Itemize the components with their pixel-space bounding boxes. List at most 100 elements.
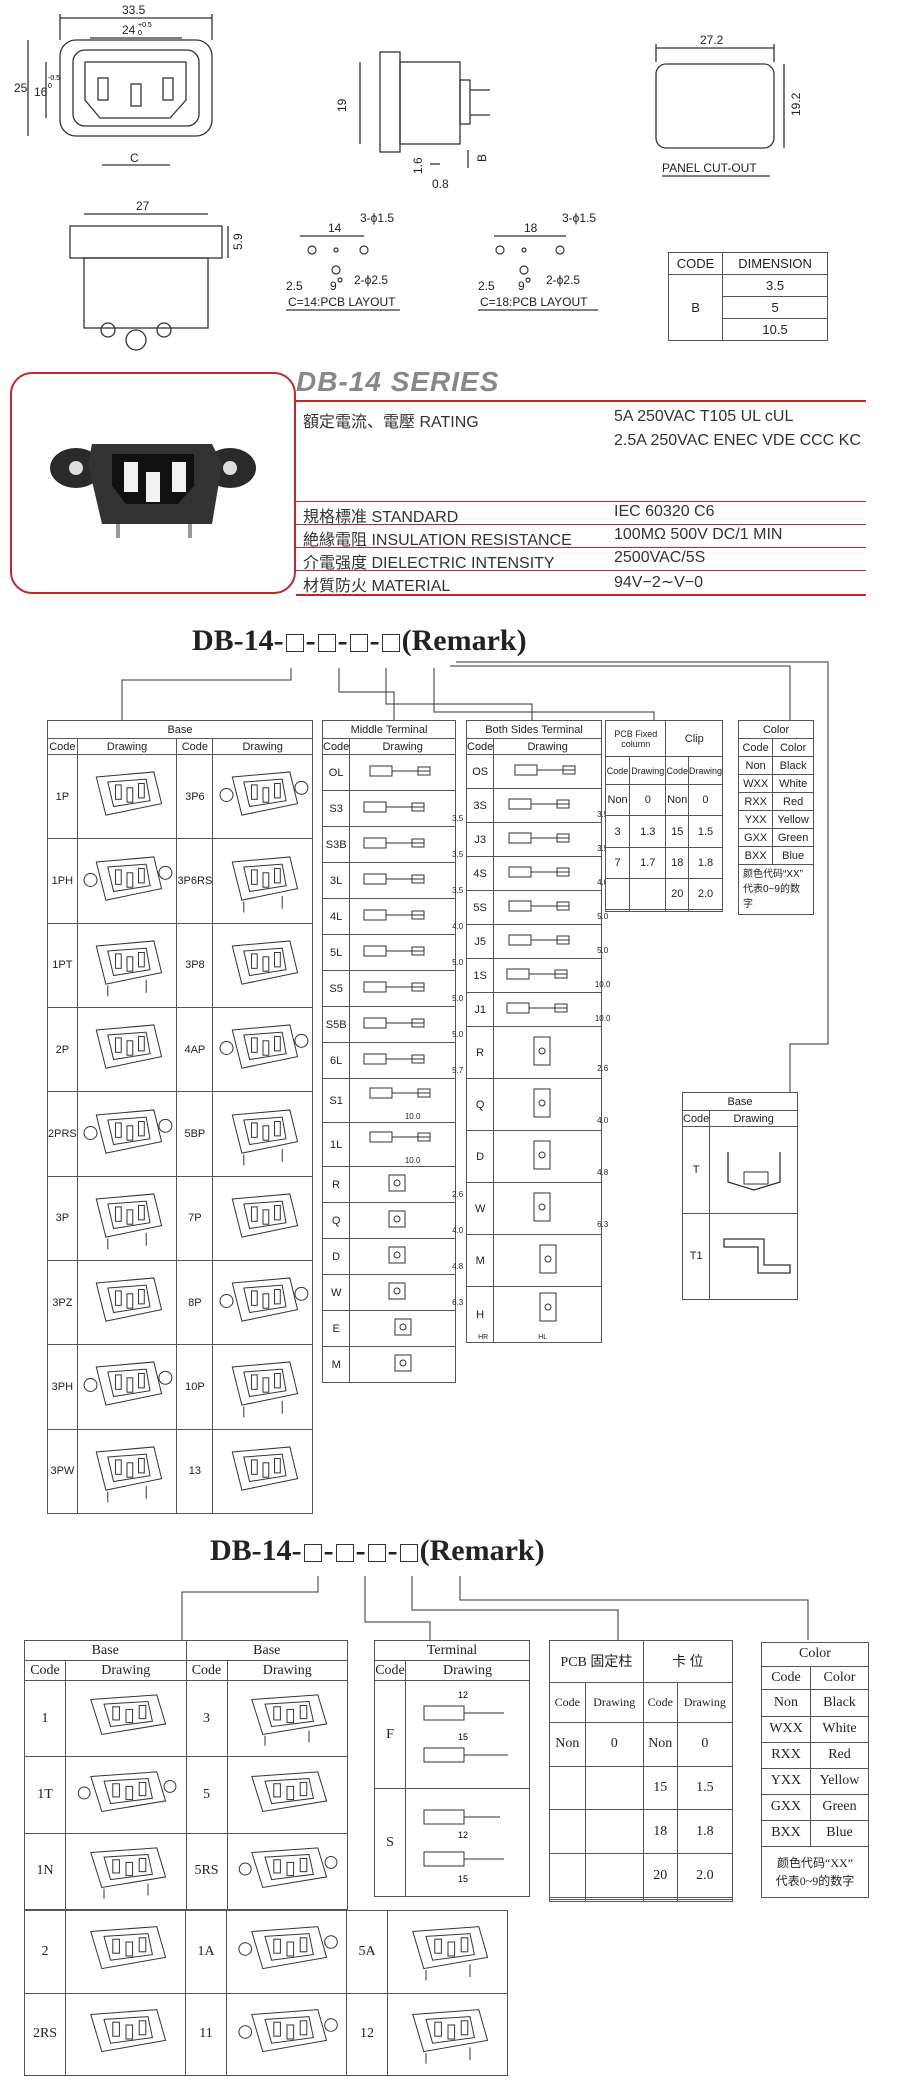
both-sides-terminal-code: 3S: [465, 788, 495, 823]
base-code: 3PW: [47, 1428, 78, 1515]
base-code: 3: [185, 1680, 228, 1758]
both-sides-terminal-code: H: [465, 1286, 495, 1343]
color-code: YXX: [761, 1767, 811, 1795]
code-dimension-table: CODE DIMENSION B 3.5 5 10.5: [667, 252, 828, 341]
base-drawing: [76, 1091, 178, 1177]
color-name: Black: [809, 1689, 870, 1717]
terminal-dim: 4.0: [452, 922, 464, 931]
dim-inner: 24: [122, 23, 136, 37]
color-code: Non: [761, 1689, 811, 1717]
base-drawing: [76, 922, 178, 1009]
pcb-fixed-column-title: PCB 固定柱: [549, 1640, 644, 1683]
base-drawing: [212, 1428, 313, 1515]
color-name: Red: [809, 1741, 870, 1769]
middle-terminal-code: 5L: [321, 934, 351, 971]
middle-terminal-drawing: 4.0: [349, 898, 463, 935]
col-code: Code: [665, 756, 689, 786]
pcb-clip-cell: [549, 1809, 586, 1855]
pcb-clip-cell: 1.5: [687, 815, 724, 848]
color-name: Green: [809, 1793, 870, 1821]
color-note-line: 代表0~9的数字: [743, 884, 800, 910]
standard-label: 規格標准 STANDARD: [303, 509, 459, 526]
base-code: 5RS: [185, 1832, 228, 1911]
order-code-prefix: DB-14-: [210, 1534, 302, 1567]
both-sides-terminal-drawing: 2.6: [493, 1026, 608, 1079]
middle-terminal-code: S1: [321, 1078, 351, 1123]
col-code: Code: [24, 1660, 66, 1682]
base-code: 3PH: [47, 1344, 78, 1430]
middle-terminal-code: 3L: [321, 862, 351, 899]
middle-terminal-code: 6L: [321, 1042, 351, 1079]
middle-terminal-drawing: 4.0: [349, 1202, 463, 1239]
base-code: 1: [24, 1680, 66, 1758]
pcb-clip-cell: 20: [642, 1853, 678, 1898]
dim-c: C: [130, 151, 139, 165]
pcb-clip-cell: 7: [604, 846, 631, 879]
dim-pin-tol-sup: -0.5: [48, 75, 60, 82]
both-sides-terminal-drawing: 5.0: [493, 924, 608, 959]
col-code: Code: [47, 738, 78, 756]
base-drawing: [212, 838, 313, 924]
code-box: [335, 1544, 354, 1563]
rating-value-2: 2.5A 250VAC ENEC VDE CCC KC: [614, 432, 861, 449]
middle-terminal-code: R: [321, 1166, 351, 1203]
base-t-drawing: [709, 1126, 798, 1214]
base-code: 3P8: [176, 922, 214, 1009]
pcb-clip-cell: [584, 1765, 644, 1811]
col-code: Code: [176, 738, 214, 756]
both-sides-terminal-code: 5S: [465, 890, 495, 925]
terminal-dim: 4.8: [597, 1168, 609, 1177]
base-code: 2: [24, 1910, 66, 1994]
middle-terminal-drawing: 6.3: [349, 1274, 463, 1311]
dim-inner-tol-sub: 0: [138, 30, 142, 37]
base-code: 7P: [176, 1175, 214, 1262]
middle-terminal-code: S5B: [321, 1006, 351, 1043]
middle-terminal-code: M: [321, 1346, 351, 1383]
middle-terminal-drawing: 3.5: [349, 790, 463, 827]
middle-terminal-drawing: 10.0: [349, 1078, 456, 1123]
col-drawing: Drawing: [65, 1660, 187, 1682]
pcb-clip-cell: Non: [642, 1721, 678, 1767]
terminal-dim: 5.0: [452, 994, 464, 1003]
base-drawing: [212, 922, 313, 1009]
color-name: Blue: [809, 1819, 870, 1847]
col-code: Code: [737, 738, 774, 757]
middle-terminal-code: Q: [321, 1202, 351, 1239]
product-photo-frame: [10, 372, 296, 594]
base-table-title: Base: [47, 719, 313, 740]
middle-terminal-drawing: 3.5: [349, 862, 463, 899]
color-name: Green: [772, 828, 814, 847]
base-tt-table: Base Code Drawing T T1: [681, 1091, 798, 1301]
terminal-dim: 12: [458, 1690, 468, 1700]
pcb-clip-cell: Non: [604, 784, 631, 817]
color-name: Black: [772, 756, 814, 775]
base-drawing: [226, 1910, 347, 1994]
order-code-remark: (Remark): [419, 1534, 545, 1567]
pcb18-holes: 3-ϕ1.5: [562, 211, 596, 225]
color-name: White: [809, 1715, 870, 1743]
base-code: 13: [176, 1428, 214, 1515]
middle-terminal-code: W: [321, 1274, 351, 1311]
pcb-clip-cell: [604, 877, 631, 911]
both-sides-terminal-drawing: 4.0: [493, 1078, 608, 1131]
spec-rule: [296, 547, 866, 548]
both-sides-terminal-drawing: 6.3: [493, 1182, 608, 1235]
pcb-clip-cell: 1.3: [629, 815, 667, 848]
color-code: GXX: [737, 828, 774, 847]
both-sides-terminal-drawing: [493, 754, 602, 789]
panel-cutout-drawing: [655, 44, 785, 177]
both-sides-terminal-drawing: 10.0: [493, 958, 610, 993]
middle-terminal-drawing: [349, 754, 456, 791]
base-code: 10P: [176, 1344, 214, 1430]
col-code: Code: [549, 1681, 586, 1723]
pcb-clip-cell: 3: [604, 815, 631, 848]
middle-terminal-code: 1L: [321, 1122, 351, 1167]
dim-side-b: B: [475, 154, 489, 162]
base-drawing: [212, 1007, 313, 1093]
color-code: RXX: [737, 792, 774, 811]
middle-terminal-drawing: 3.5: [349, 826, 463, 863]
